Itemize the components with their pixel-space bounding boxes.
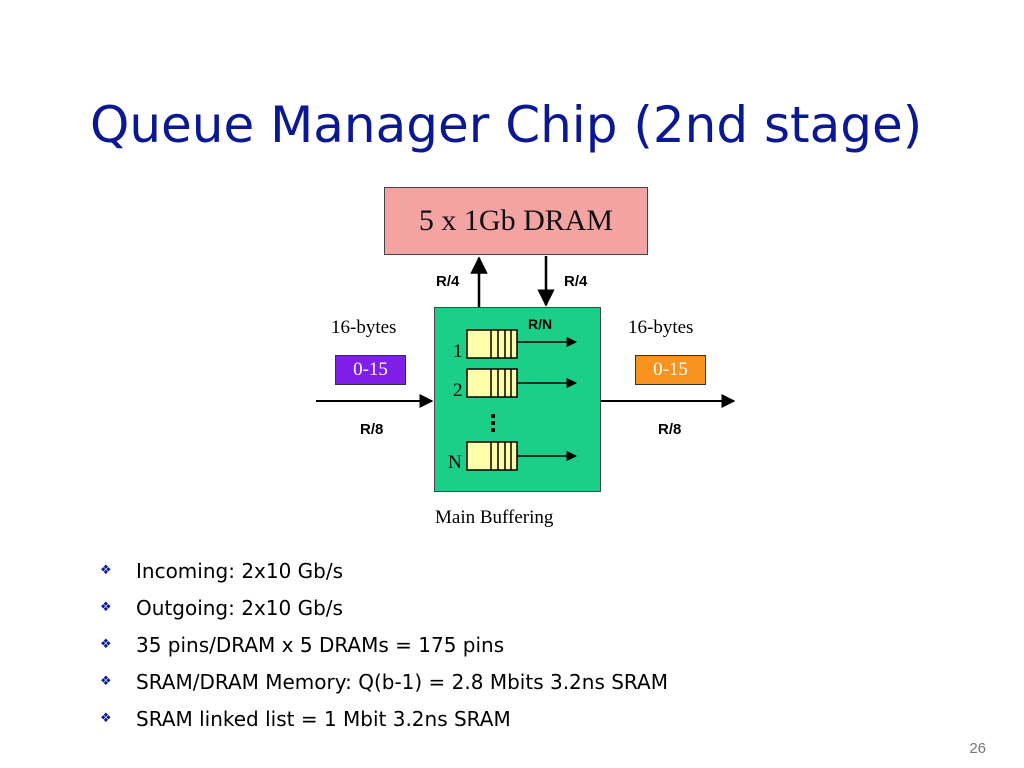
bullet-list: ❖ Incoming: 2x10 Gb/s ❖ Outgoing: 2x10 Gb/… bbox=[100, 552, 668, 737]
buffer-rate-label: R/N bbox=[528, 316, 553, 332]
output-size-label: 16-bytes bbox=[628, 317, 694, 338]
input-rate-label: R/8 bbox=[360, 421, 384, 438]
output-rate-label: R/8 bbox=[658, 421, 682, 438]
bullet-text: Incoming: 2x10 Gb/s bbox=[136, 558, 344, 583]
input-range-box: 0-15 bbox=[335, 355, 406, 385]
dram-read-rate-label: R/4 bbox=[436, 273, 460, 290]
bullet-item: ❖ Incoming: 2x10 Gb/s bbox=[100, 552, 668, 589]
dram-block: 5 x 1Gb DRAM bbox=[384, 187, 648, 255]
page-number: 26 bbox=[969, 740, 986, 757]
input-size-label: 16-bytes bbox=[331, 317, 397, 338]
bullet-item: ❖ Outgoing: 2x10 Gb/s bbox=[100, 589, 668, 626]
queue-2 bbox=[466, 368, 578, 398]
bullet-text: Outgoing: 2x10 Gb/s bbox=[136, 595, 343, 620]
diamond-bullet-icon: ❖ bbox=[100, 674, 112, 689]
bullet-item: ❖ 35 pins/DRAM x 5 DRAMs = 175 pins bbox=[100, 626, 668, 663]
slide-title: Queue Manager Chip (2nd stage) bbox=[90, 96, 923, 154]
diamond-bullet-icon: ❖ bbox=[100, 711, 112, 726]
queue-label-n: N bbox=[448, 452, 462, 473]
buffer-caption: Main Buffering bbox=[435, 507, 554, 528]
diamond-bullet-icon: ❖ bbox=[100, 563, 112, 578]
diamond-bullet-icon: ❖ bbox=[100, 637, 112, 652]
bullet-text: 35 pins/DRAM x 5 DRAMs = 175 pins bbox=[136, 632, 505, 657]
queue-label-2: 2 bbox=[453, 380, 463, 401]
bullet-text: SRAM/DRAM Memory: Q(b-1) = 2.8 Mbits 3.2… bbox=[136, 669, 668, 694]
queue-n bbox=[466, 441, 578, 471]
diamond-bullet-icon: ❖ bbox=[100, 600, 112, 615]
queue-ellipsis-dots bbox=[491, 414, 495, 432]
bullet-item: ❖ SRAM linked list = 1 Mbit 3.2ns SRAM bbox=[100, 700, 668, 737]
queue-1 bbox=[466, 329, 578, 359]
output-range-box: 0-15 bbox=[635, 355, 706, 385]
bullet-text: SRAM linked list = 1 Mbit 3.2ns SRAM bbox=[136, 706, 511, 731]
queue-label-1: 1 bbox=[453, 341, 463, 362]
dram-write-rate-label: R/4 bbox=[564, 273, 588, 290]
bullet-item: ❖ SRAM/DRAM Memory: Q(b-1) = 2.8 Mbits 3.… bbox=[100, 663, 668, 700]
